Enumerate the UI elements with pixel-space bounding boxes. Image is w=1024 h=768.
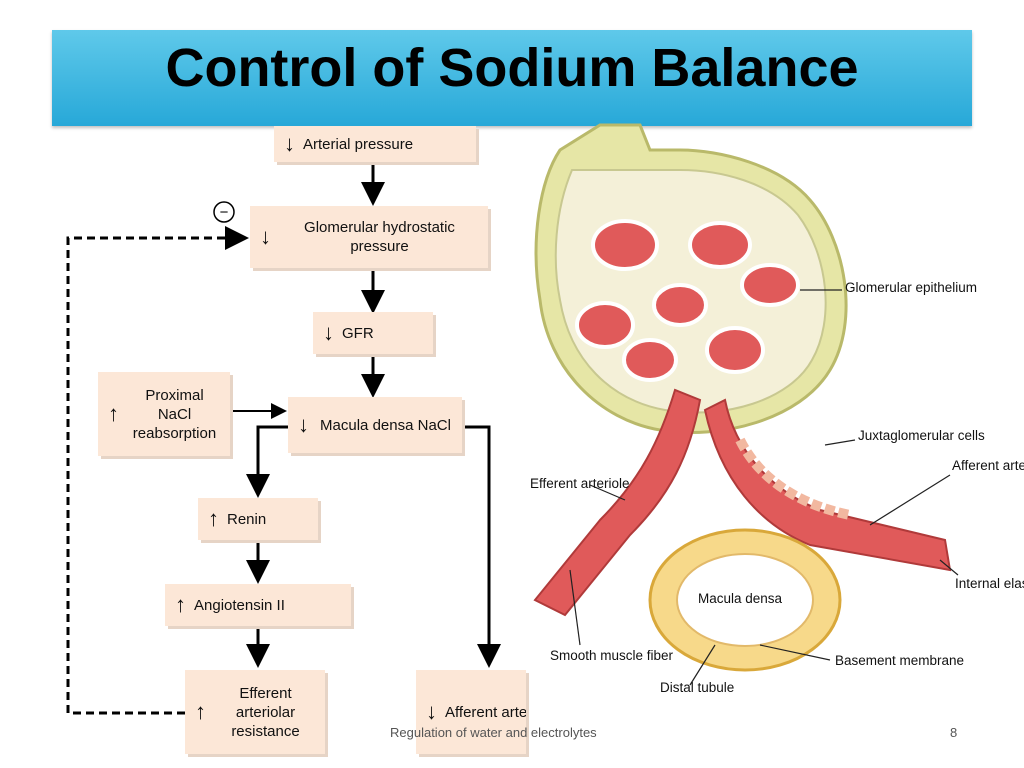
slide-title: Control of Sodium Balance xyxy=(165,38,859,98)
down-arrow-icon: ↓ xyxy=(426,699,437,724)
tubule-lumen xyxy=(676,553,814,647)
box-proximal-reabsorption: ↑ Proximal NaCl reabsorption xyxy=(98,372,230,456)
down-arrow-icon: ↓ xyxy=(298,412,309,437)
label-distal-tubule: Distal tubule xyxy=(660,680,734,695)
box-label: Angiotensin II xyxy=(194,596,285,614)
inhibit-symbol: − xyxy=(220,204,229,221)
label-glomerular-epithelium: Glomerular epithelium xyxy=(845,280,977,295)
box-gfr: ↓ GFR xyxy=(313,312,433,354)
down-arrow-icon: ↓ xyxy=(284,131,295,156)
down-arrow-icon: ↓ xyxy=(260,224,271,249)
box-angiotensin: ↑ Angiotensin II xyxy=(165,584,351,626)
arrow-macula-to-afferent xyxy=(462,425,501,668)
glomerular-capillaries xyxy=(575,219,800,382)
up-arrow-icon: ↑ xyxy=(108,401,119,426)
box-label: Afferent arteriolar resistance xyxy=(445,703,526,721)
box-label: Glomerular hydrostatic pressure xyxy=(304,219,455,255)
label-afferent-arteriole: Afferent arteriole xyxy=(952,458,1024,473)
label-basement-membrane: Basement membrane xyxy=(835,653,964,668)
box-glomerular-pressure: ↓ Glomerular hydrostatic pressure xyxy=(250,206,488,268)
box-label: Efferent arteriolar resistance xyxy=(231,684,300,740)
label-internal-elastic-lamina: Internal elastic lamina xyxy=(955,576,1024,591)
leader-lines xyxy=(569,289,959,686)
label-smooth-muscle-fiber: Smooth muscle fiber xyxy=(550,648,674,663)
up-arrow-icon: ↑ xyxy=(175,592,186,617)
down-arrow-icon: ↓ xyxy=(323,320,334,345)
inhibit-symbol-circle xyxy=(213,201,235,223)
box-label: Proximal NaCl reabsorption xyxy=(132,386,217,442)
arrow-macula-to-renin xyxy=(246,425,288,498)
box-macula-densa: ↓ Macula densa NaCl xyxy=(288,397,462,453)
label-macula-densa: Macula densa xyxy=(698,591,783,606)
up-arrow-icon: ↑ xyxy=(195,699,206,724)
label-efferent-arteriole: Efferent arteriole xyxy=(530,476,630,491)
efferent-arteriole-vessel xyxy=(533,388,702,617)
box-label: Renin xyxy=(227,510,267,528)
afferent-arteriole-vessel xyxy=(703,398,952,572)
page-number: 8 xyxy=(950,725,958,740)
footer-text: Regulation of water and electrolytes xyxy=(390,725,597,740)
box-renin: ↑ Renin xyxy=(198,498,318,540)
up-arrow-icon: ↑ xyxy=(208,506,219,531)
juxtaglomerular-cells-layer xyxy=(735,437,851,520)
box-efferent-resistance: ↑ Efferent arteriolar resistance xyxy=(185,670,325,754)
box-label: GFR xyxy=(342,324,374,342)
box-arterial-pressure: ↓ Arterial pressure xyxy=(274,126,476,162)
box-afferent-resistance: ↓ Afferent arteriolar resistance xyxy=(416,670,526,754)
title-bar xyxy=(52,30,972,126)
box-label: Arterial pressure xyxy=(303,135,414,153)
feedback-dashed-arrow xyxy=(66,226,249,715)
label-juxtaglomerular-cells: Juxtaglomerular cells xyxy=(858,428,985,443)
box-label: Macula densa NaCl xyxy=(320,416,451,434)
